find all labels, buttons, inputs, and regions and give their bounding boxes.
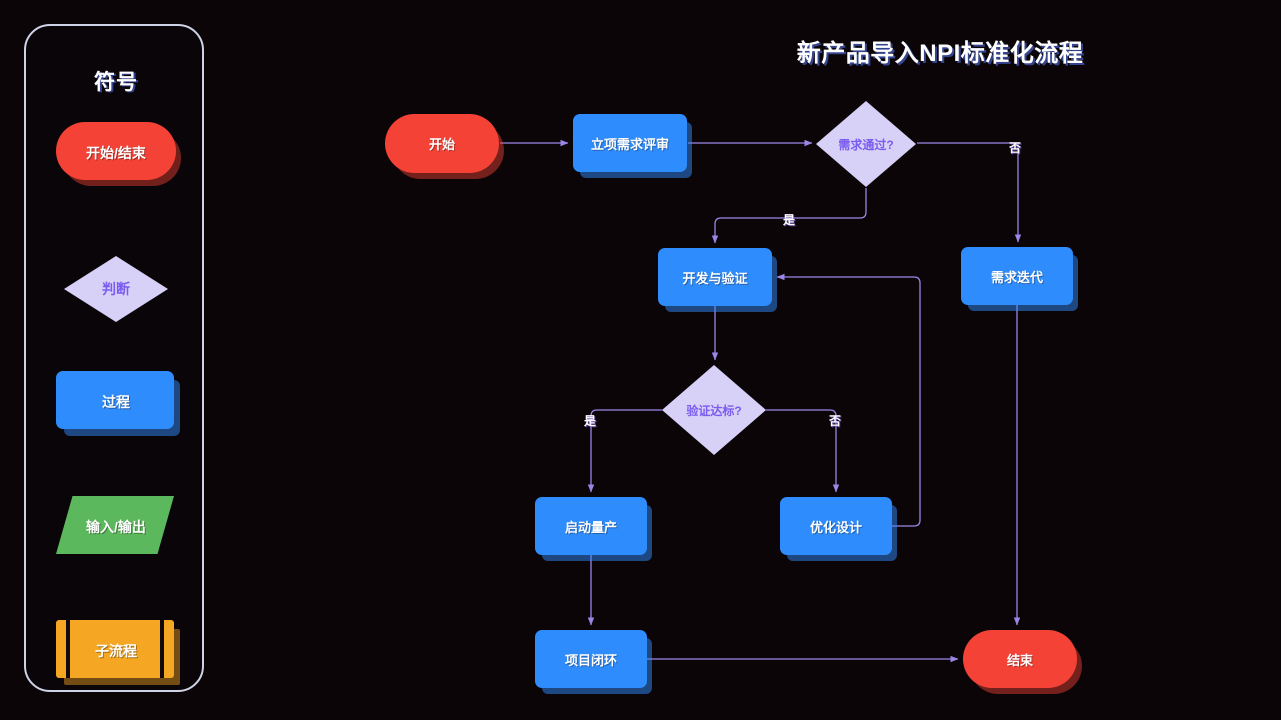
page-title: 新产品导入NPI标准化流程 bbox=[796, 40, 1084, 67]
legend-label-decision: 判断 bbox=[102, 281, 130, 297]
legend-item-process: 过程 bbox=[26, 371, 206, 463]
legend-title: 符号 bbox=[94, 71, 138, 94]
node-optimize-design[interactable]: 优化设计 bbox=[780, 497, 892, 555]
io-shape-icon bbox=[56, 496, 174, 554]
legend-label-process: 过程 bbox=[102, 394, 130, 410]
edge-pass-iterate bbox=[917, 142, 1022, 243]
node-label-end: 结束 bbox=[1006, 652, 1033, 668]
node-start[interactable]: 开始 bbox=[385, 114, 499, 173]
node-label-review: 立项需求评审 bbox=[590, 136, 669, 152]
edge-qualify-opt bbox=[766, 409, 840, 493]
edge-label-yes-verification: 是 bbox=[584, 414, 597, 428]
legend-label-io: 输入/输出 bbox=[86, 519, 146, 535]
edge-label-no-requirement: 否 bbox=[1009, 141, 1022, 155]
node-label-massprod: 启动量产 bbox=[564, 519, 617, 535]
edge-qualify-mass bbox=[587, 409, 662, 493]
node-label-devverify: 开发与验证 bbox=[682, 270, 748, 286]
process-shape-icon bbox=[56, 371, 174, 429]
node-label-closure: 项目闭环 bbox=[564, 652, 617, 668]
node-label-optimize: 优化设计 bbox=[809, 519, 862, 535]
node-label-pass: 需求通过? bbox=[838, 137, 894, 152]
node-project-closure[interactable]: 项目闭环 bbox=[535, 630, 647, 688]
node-label-qualify: 验证达标? bbox=[686, 403, 742, 418]
legend-item-subprocess: 子流程 bbox=[26, 620, 206, 712]
subprocess-shape-icon bbox=[56, 620, 174, 678]
edge-pass-dev bbox=[711, 188, 867, 244]
edge-label-yes-requirement: 是 bbox=[783, 213, 796, 227]
legend-item-io: 输入/输出 bbox=[26, 496, 206, 588]
node-review[interactable]: 立项需求评审 bbox=[573, 114, 687, 172]
legend-item-terminator: 开始/结束 bbox=[26, 122, 206, 214]
legend-label-terminator: 开始/结束 bbox=[86, 145, 146, 161]
node-mass-production[interactable]: 启动量产 bbox=[535, 497, 647, 555]
node-requirement-iterate[interactable]: 需求迭代 bbox=[961, 247, 1073, 305]
node-dev-verify[interactable]: 开发与验证 bbox=[658, 248, 772, 306]
terminator-shape-icon bbox=[56, 122, 176, 180]
edge-opt-dev bbox=[776, 273, 921, 527]
legend-item-decision: 判断 bbox=[26, 256, 206, 350]
node-end[interactable]: 结束 bbox=[963, 630, 1077, 688]
legend-panel: 符号 开始/结束 判断 过程 输入/输出 bbox=[24, 24, 204, 692]
edge-label-no-verification: 否 bbox=[829, 414, 842, 428]
node-label-iterate: 需求迭代 bbox=[990, 269, 1043, 285]
legend-label-subprocess: 子流程 bbox=[95, 643, 137, 659]
node-label-start: 开始 bbox=[428, 137, 455, 152]
